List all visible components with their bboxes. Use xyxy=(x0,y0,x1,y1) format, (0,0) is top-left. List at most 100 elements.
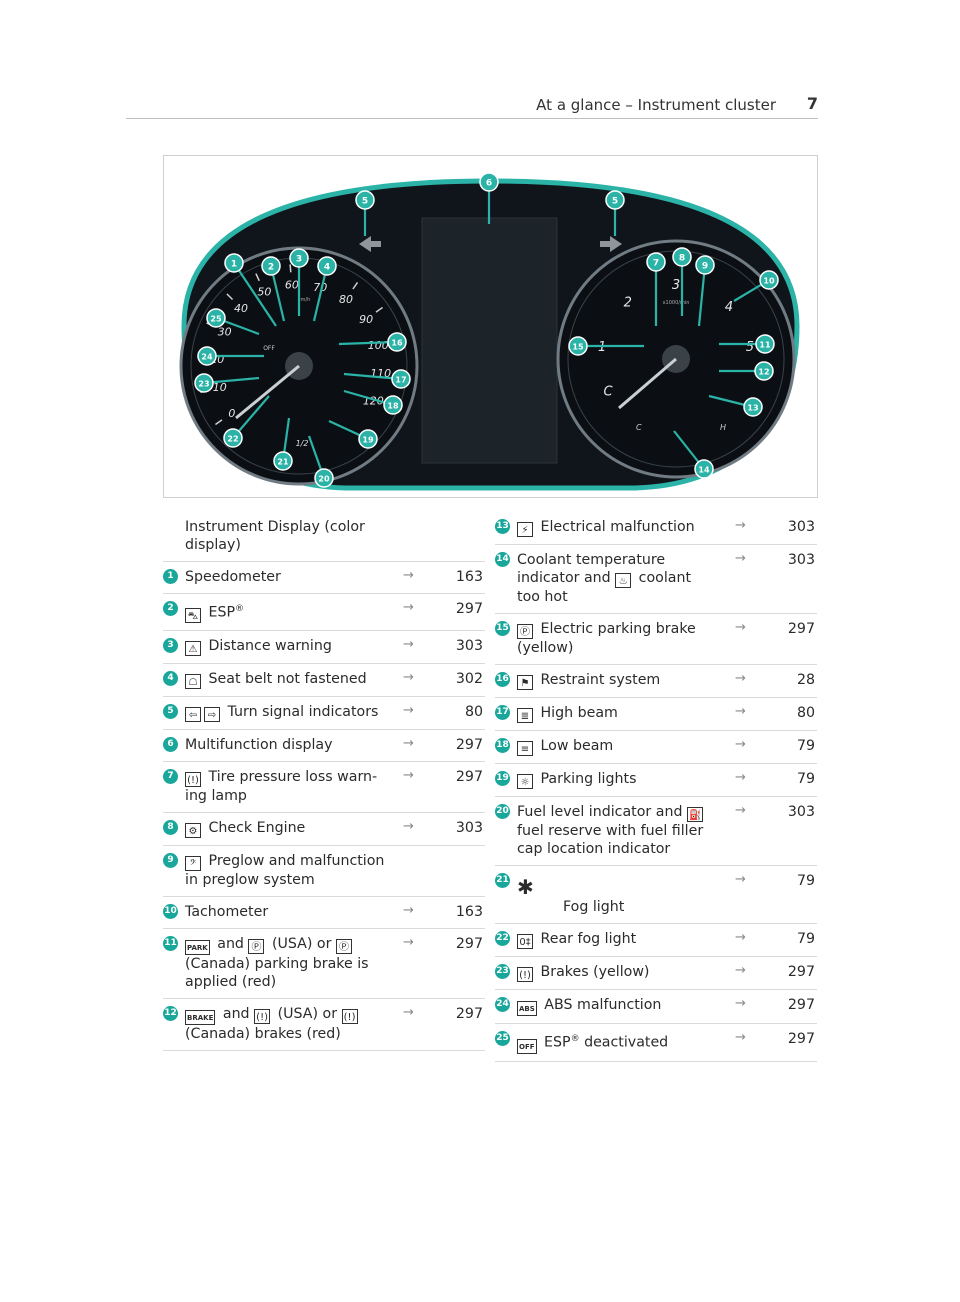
tachometer-unit: x1000/min xyxy=(663,300,690,306)
reference-arrow: → xyxy=(403,702,414,718)
indicator-icon: ≣ xyxy=(517,708,533,723)
legend-text: Multifunction display xyxy=(185,736,385,754)
legend-text: ☖ Seat belt not fastened xyxy=(185,670,385,689)
legend-text: Ⓟ Electric parking brake (yellow) xyxy=(517,620,717,657)
callout-number: 24 xyxy=(201,353,213,362)
tachometer-needle xyxy=(618,357,677,410)
callout-marker xyxy=(273,451,293,471)
callout-number: 13 xyxy=(747,404,758,413)
page-reference: 297 xyxy=(787,1031,815,1047)
legend-text: Speedometer xyxy=(185,568,385,586)
callout-badge: 15 xyxy=(495,621,510,636)
legend-text: ✱Fog light xyxy=(517,874,717,916)
callout-badge: 17 xyxy=(495,705,510,720)
legend-text: ≣ High beam xyxy=(517,704,717,723)
callout-badge: 11 xyxy=(163,935,178,951)
legend-label: Multifunction display xyxy=(185,736,333,753)
callout-number: 3 xyxy=(296,255,302,265)
legend-text: Tachometer xyxy=(185,903,385,921)
legend-row: 6 Multifunction display→297 xyxy=(163,730,485,762)
reference-arrow: → xyxy=(735,620,746,635)
callout-badge: 24 xyxy=(495,997,510,1012)
legend-label: ESP xyxy=(539,1034,571,1051)
callout-number: 19 xyxy=(362,436,374,445)
page-reference: 80 xyxy=(796,705,815,721)
indicator-icon: ♨ xyxy=(615,573,632,588)
legend-row: 18≡ Low beam→79 xyxy=(495,731,817,764)
callout-number: 17 xyxy=(395,376,406,385)
page-reference: 297 xyxy=(787,964,815,980)
callout-marker xyxy=(224,253,244,273)
callout-number: 22 xyxy=(227,435,238,444)
reference-arrow: → xyxy=(735,872,746,887)
page-reference: 302 xyxy=(455,670,483,687)
callout-badge: 16 xyxy=(495,672,510,687)
callout-marker xyxy=(391,369,411,389)
page-reference: 80 xyxy=(464,703,483,720)
indicator-icon: (!) xyxy=(517,967,533,982)
reference-arrow: → xyxy=(403,818,414,834)
legend-row: 16⚑ Restraint system→28 xyxy=(495,665,817,698)
callout-number: 15 xyxy=(572,343,584,352)
legend-label: coolant too hot xyxy=(517,570,692,605)
page-reference: 79 xyxy=(796,771,815,787)
legend-row: 23(!) Brakes (yellow)→297 xyxy=(495,957,817,990)
callout-number: 12 xyxy=(758,368,769,377)
callout-marker xyxy=(605,190,625,210)
callout-marker xyxy=(694,459,714,479)
legend-row: 21✱Fog light→79 xyxy=(495,866,817,924)
callout-marker xyxy=(261,256,281,276)
callout-number: 23 xyxy=(198,380,209,389)
tachometer-tick-label: 2 xyxy=(624,296,632,311)
legend-text: ⚠ Distance warning xyxy=(185,637,385,656)
indicator-icon: ⇨ xyxy=(204,706,220,722)
speedometer-tick-label: 50 xyxy=(257,286,271,299)
legend-label-or: (USA) or xyxy=(267,935,336,952)
callout-number: 1 xyxy=(231,260,237,270)
legend-text: ⇦⇨ Turn signal indica­tors xyxy=(185,703,385,722)
indicator-icon: Ⓟ xyxy=(335,938,352,954)
page-reference: 297 xyxy=(455,1005,483,1022)
indicator-icon: ⛽ xyxy=(686,807,704,822)
callout-number: 20 xyxy=(318,475,330,484)
indicator-icon: ⚡ xyxy=(517,522,533,537)
legend-row: 5⇦⇨ Turn signal indica­tors→80 xyxy=(163,697,485,730)
callout-badge: 23 xyxy=(495,964,510,979)
legend-text: PARK and Ⓟ (USA) or Ⓟ (Canada) parking b… xyxy=(185,935,385,991)
legend-label: fuel reserve with fuel filler cap locati… xyxy=(517,823,704,857)
page-reference: 79 xyxy=(796,738,815,754)
legend-label: Tachometer xyxy=(185,903,269,920)
callout-leader-line xyxy=(233,262,277,327)
callout-marker xyxy=(206,308,226,328)
callout-badge: 9 xyxy=(163,852,178,868)
indicator-icon: 𝄢 xyxy=(185,855,201,871)
legend-text: BRAKE and (!) (USA) or (!) (Canada) brak… xyxy=(185,1005,385,1043)
page-reference: 297 xyxy=(455,736,483,753)
callout-marker xyxy=(197,346,217,366)
legend-label: Distance warning xyxy=(204,637,332,654)
page-reference: 163 xyxy=(455,569,483,585)
legend-row: 4☖ Seat belt not fastened→302 xyxy=(163,664,485,697)
header-title: At a glance – Instrument cluster xyxy=(536,96,776,114)
legend-label: Brakes (yellow) xyxy=(536,964,650,980)
page-reference: 297 xyxy=(455,768,483,785)
page-reference: 79 xyxy=(796,931,815,947)
callout-badge: 22 xyxy=(495,931,510,946)
callout-number: 11 xyxy=(759,341,771,350)
page-reference: 303 xyxy=(455,637,483,654)
callout-leader-line xyxy=(697,264,707,327)
callout-marker xyxy=(672,247,692,267)
callout-number: 18 xyxy=(387,402,399,411)
legend-intro: Instrument Display (color dis­play) xyxy=(163,512,485,562)
callout-badge: 14 xyxy=(495,552,510,567)
reference-arrow: → xyxy=(735,1030,746,1045)
speedometer-tick xyxy=(226,293,234,301)
indicator-icon: ⚙ xyxy=(185,822,201,838)
callout-marker xyxy=(289,248,309,268)
tachometer-tick-label: 3 xyxy=(672,278,680,293)
registered-mark: ® xyxy=(570,1034,580,1044)
legend-label: (Canada) parking brake is applied (red) xyxy=(185,955,369,990)
